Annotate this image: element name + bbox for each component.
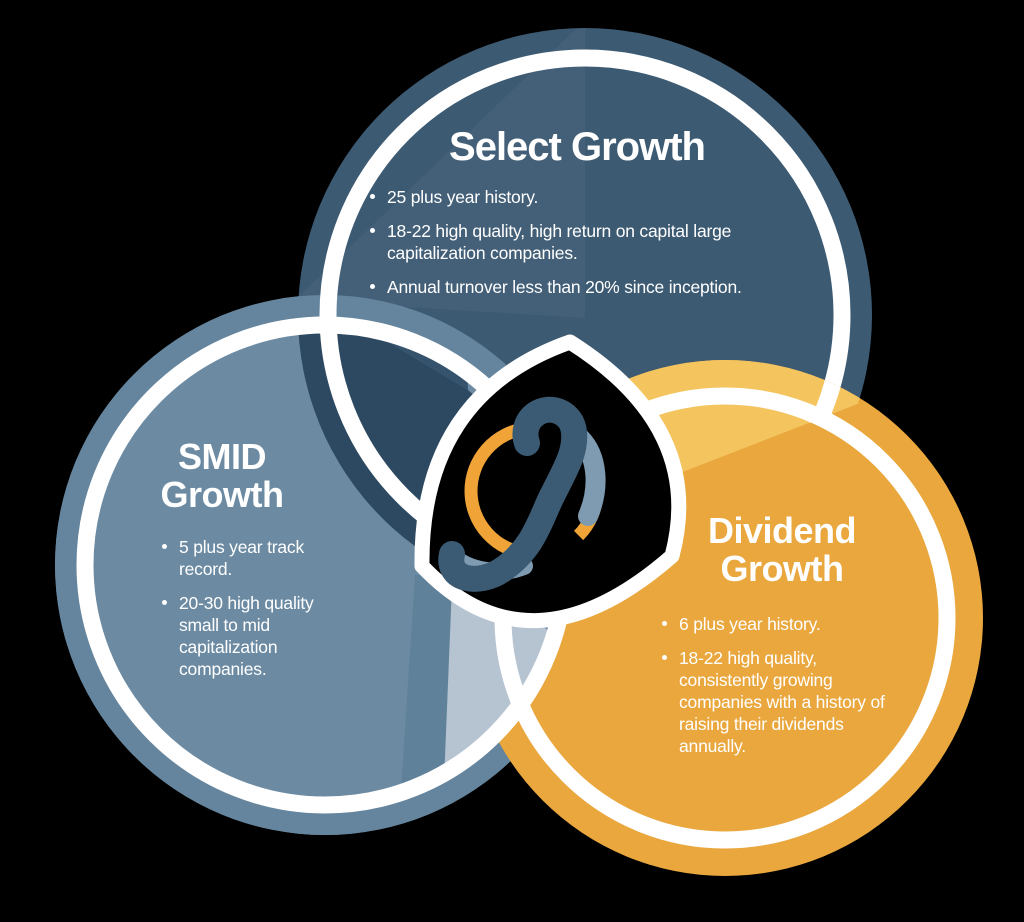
bullet-text: 20-30 high quality small to mid capitali…	[179, 593, 314, 679]
dividend-growth-bullets: 6 plus year history. 18-22 high quality,…	[660, 613, 892, 769]
bullet-dot-icon	[662, 621, 667, 626]
list-item: 6 plus year history.	[660, 613, 892, 635]
title-line: SMID	[178, 436, 267, 477]
title-line: Growth	[720, 548, 844, 590]
bullet-dot-icon	[370, 194, 375, 199]
title-line: Dividend	[707, 510, 857, 551]
bullet-dot-icon	[662, 655, 667, 660]
bullet-text: 18-22 high quality, consistently growing…	[679, 648, 885, 756]
bullet-dot-icon	[370, 228, 375, 233]
list-item: 18-22 high quality, consistently growing…	[660, 647, 892, 757]
select-facet-subtle	[298, 28, 585, 318]
list-item: 25 plus year history.	[368, 186, 798, 208]
bullet-text: 5 plus year track record.	[179, 537, 304, 579]
dividend-growth-title: Dividend Growth	[662, 510, 902, 590]
company-logo	[438, 396, 606, 592]
list-item: 18-22 high quality, high return on capit…	[368, 220, 798, 264]
list-item: Annual turnover less than 20% since ince…	[368, 276, 798, 298]
list-item: 5 plus year track record.	[160, 536, 338, 580]
logo-s-swirl-icon	[438, 396, 588, 592]
bullet-dot-icon	[370, 284, 375, 289]
list-item: 20-30 high quality small to mid capitali…	[160, 592, 338, 680]
bullet-text: Annual turnover less than 20% since ince…	[387, 277, 742, 297]
title-line: Growth	[160, 474, 284, 516]
bullet-text: 18-22 high quality, high return on capit…	[387, 221, 732, 263]
bullet-dot-icon	[162, 600, 167, 605]
select-growth-title: Select Growth	[449, 125, 706, 169]
smid-growth-bullets: 5 plus year track record. 20-30 high qua…	[160, 536, 338, 692]
smid-growth-title: SMID Growth	[117, 436, 327, 516]
bullet-text: 25 plus year history.	[387, 187, 539, 207]
bullet-dot-icon	[162, 544, 167, 549]
select-growth-bullets: 25 plus year history. 18-22 high quality…	[368, 186, 798, 310]
bullet-text: 6 plus year history.	[679, 614, 821, 634]
